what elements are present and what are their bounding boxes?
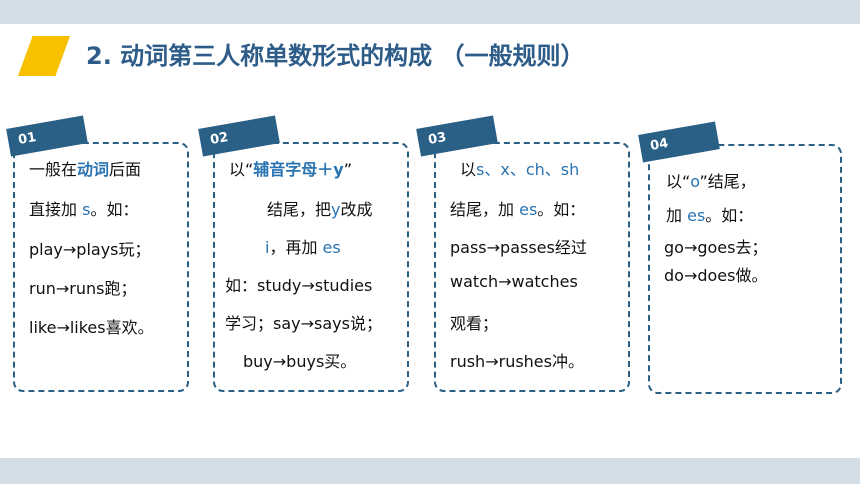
text: buys买。 — [286, 352, 357, 371]
arrow-icon: → — [300, 314, 315, 333]
text: runs跑； — [69, 279, 137, 298]
text: 学习；say — [225, 314, 301, 333]
page-title: 2. 动词第三人称单数形式的构成 （一般规则） — [86, 42, 585, 70]
text: 以“ — [666, 172, 691, 191]
card-03-line-2: 结尾，加 es。如： — [450, 196, 585, 220]
text: buy — [243, 352, 273, 371]
title-marker-shape — [18, 36, 70, 76]
arrow-icon: → — [62, 240, 77, 259]
card-04-line-2: 加 es。如： — [666, 202, 753, 226]
highlight-text: i — [265, 238, 270, 257]
card-03-line-5: 观看； — [450, 310, 498, 334]
rule-card-01: 一般在动词后面 直接加 s。如： play→plays玩； run→runs跑；… — [13, 142, 189, 392]
text: says说； — [314, 314, 382, 333]
text: 。如： — [705, 206, 754, 225]
text: 直接加 — [29, 200, 83, 219]
bottom-band — [0, 458, 860, 484]
highlight-text: es — [322, 238, 341, 257]
text: studies — [314, 276, 373, 295]
text: 以“ — [229, 160, 254, 179]
text: 结尾，把 — [267, 200, 332, 219]
rule-card-03: 以s、x、ch、sh 结尾，加 es。如： pass→passes经过 watc… — [434, 142, 630, 392]
text: passes经过 — [500, 238, 587, 257]
text: 结尾，加 — [450, 200, 520, 219]
card-01-line-4: run→runs跑； — [29, 275, 136, 299]
text: goes去； — [697, 238, 768, 257]
card-02-line-4: 如：study→studies — [225, 272, 372, 296]
text: go — [664, 238, 684, 257]
text: 。如： — [90, 200, 139, 219]
card-01-line-1: 一般在动词后面 — [29, 156, 141, 180]
text: watch — [450, 272, 499, 291]
card-01-line-3: play→plays玩； — [29, 236, 151, 260]
highlight-text: 辅音字母＋y — [253, 160, 344, 179]
text: does做。 — [697, 266, 768, 285]
text: pass — [450, 238, 487, 257]
card-02-line-1: 以“辅音字母＋y” — [229, 156, 352, 180]
arrow-icon: → — [683, 266, 698, 285]
card-01-line-2: 直接加 s。如： — [29, 196, 138, 220]
text: 如：study — [225, 276, 302, 295]
text: run — [29, 279, 56, 298]
card-03-line-6: rush→rushes冲。 — [450, 348, 584, 372]
arrow-icon: → — [56, 318, 70, 337]
highlight-text: es — [687, 206, 706, 225]
card-02-line-3: i，再加 es — [265, 234, 341, 258]
card-01-line-5: like→likes喜欢。 — [29, 314, 154, 338]
text: rushes冲。 — [498, 352, 584, 371]
text: ”结尾， — [699, 172, 756, 191]
text: play — [29, 240, 63, 259]
text: plays玩； — [76, 240, 151, 259]
text: ” — [343, 160, 353, 179]
text: 加 — [666, 206, 688, 225]
card-02-line-6: buy→buys买。 — [243, 348, 356, 372]
text: ，再加 — [269, 238, 323, 257]
text: like — [29, 318, 57, 337]
rule-card-02: 以“辅音字母＋y” 结尾，把y改成 i，再加 es 如：study→studie… — [213, 142, 409, 392]
highlight-text: s、x、ch、sh — [476, 160, 580, 179]
card-04-line-4: do→does做。 — [664, 262, 768, 286]
highlight-text: y — [331, 200, 341, 219]
text: 以 — [460, 160, 477, 179]
arrow-icon: → — [486, 238, 501, 257]
card-02-line-5: 学习；say→says说； — [225, 310, 382, 334]
arrow-icon: → — [272, 352, 287, 371]
rule-card-04: 以“o”结尾， 加 es。如： go→goes去； do→does做。 — [648, 144, 842, 394]
text: 改成 — [340, 200, 373, 219]
arrow-icon: → — [55, 279, 70, 298]
text: 后面 — [109, 160, 142, 179]
arrow-icon: → — [683, 238, 698, 257]
card-03-line-1: 以s、x、ch、sh — [460, 156, 579, 180]
text: 。如： — [537, 200, 586, 219]
highlight-text: s — [82, 200, 91, 219]
text: likes喜欢。 — [69, 318, 154, 337]
arrow-icon: → — [301, 276, 315, 295]
card-03-line-3: pass→passes经过 — [450, 234, 587, 258]
card-04-line-3: go→goes去； — [664, 234, 768, 258]
top-band — [0, 0, 860, 24]
arrow-icon: → — [485, 352, 499, 371]
text: do — [664, 266, 684, 285]
highlight-text: 动词 — [77, 160, 110, 179]
text: watches — [511, 272, 578, 291]
text: rush — [450, 352, 486, 371]
card-03-line-4: watch→watches — [450, 272, 578, 291]
text: 一般在 — [29, 160, 78, 179]
card-02-line-2: 结尾，把y改成 — [267, 196, 373, 220]
arrow-icon: → — [498, 272, 512, 291]
card-04-line-1: 以“o”结尾， — [666, 168, 756, 192]
text: 观看； — [450, 314, 499, 333]
highlight-text: es — [519, 200, 538, 219]
highlight-text: o — [690, 172, 700, 191]
